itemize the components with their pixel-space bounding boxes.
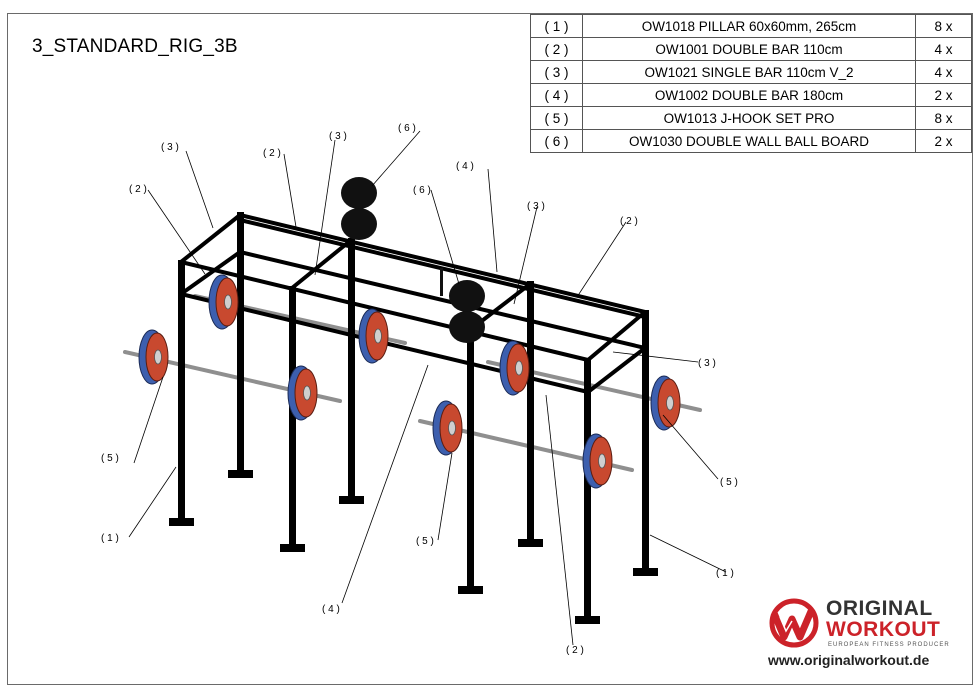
original-workout-logo-icon [769, 598, 819, 648]
bom-description: OW1001 DOUBLE BAR 110cm [582, 37, 916, 61]
callout-label: ( 3 ) [329, 131, 347, 142]
callout-label: ( 1 ) [101, 533, 119, 544]
bom-quantity: 2 x [915, 83, 972, 107]
brand-tagline: EUROPEAN FITNESS PRODUCER [828, 642, 950, 648]
brand-name-line2: WORKOUT [826, 618, 941, 641]
callout-label: ( 6 ) [413, 185, 431, 196]
bill-of-materials-table: ( 1 ) OW1018 PILLAR 60x60mm, 265cm 8 x (… [530, 14, 972, 153]
bom-item-number: ( 3 ) [530, 60, 583, 84]
callout-label: ( 3 ) [527, 201, 545, 212]
bom-row: ( 2 ) OW1001 DOUBLE BAR 110cm 4 x [530, 37, 972, 61]
callout-label: ( 3 ) [698, 358, 716, 369]
bom-item-number: ( 4 ) [530, 83, 583, 107]
bom-description: OW1002 DOUBLE BAR 180cm [582, 83, 916, 107]
callout-label: ( 2 ) [129, 184, 147, 195]
bom-quantity: 4 x [915, 37, 972, 61]
bom-description: OW1030 DOUBLE WALL BALL BOARD [582, 129, 916, 153]
rig-pillars [178, 212, 649, 620]
rig-horizontal-bars [179, 213, 647, 394]
callout-label: ( 6 ) [398, 123, 416, 134]
callout-label: ( 2 ) [566, 645, 584, 656]
barbell-bars [123, 294, 702, 472]
bom-quantity: 8 x [915, 14, 972, 38]
drawing-border [7, 13, 973, 685]
brand-logo-block: ORIGINAL WORKOUT EUROPEAN FITNESS PRODUC… [768, 597, 958, 671]
callout-labels: ( 3 ) ( 2 ) ( 2 ) ( 3 ) ( 6 ) ( 4 ) ( 6 … [101, 123, 738, 656]
bom-description: OW1018 PILLAR 60x60mm, 265cm [582, 14, 916, 38]
bom-item-number: ( 5 ) [530, 106, 583, 130]
callout-label: ( 4 ) [322, 604, 340, 615]
callout-label: ( 2 ) [263, 148, 281, 159]
brand-url-link[interactable]: www.originalworkout.de [768, 652, 930, 668]
bom-item-number: ( 6 ) [530, 129, 583, 153]
bom-row: ( 5 ) OW1013 J-HOOK SET PRO 8 x [530, 106, 972, 130]
callout-label: ( 5 ) [101, 453, 119, 464]
bom-quantity: 8 x [915, 106, 972, 130]
bom-quantity: 4 x [915, 60, 972, 84]
callout-label: ( 3 ) [161, 142, 179, 153]
callout-label: ( 5 ) [416, 536, 434, 547]
callout-leader-lines [128, 130, 727, 646]
callout-label: ( 1 ) [716, 568, 734, 579]
bom-row: ( 1 ) OW1018 PILLAR 60x60mm, 265cm 8 x [530, 14, 972, 38]
brand-name-line1: ORIGINAL [826, 597, 933, 620]
bom-row: ( 4 ) OW1002 DOUBLE BAR 180cm 2 x [530, 83, 972, 107]
bom-quantity: 2 x [915, 129, 972, 153]
callout-label: ( 5 ) [720, 477, 738, 488]
callout-label: ( 4 ) [456, 161, 474, 172]
bom-row: ( 6 ) OW1030 DOUBLE WALL BALL BOARD 2 x [530, 129, 972, 153]
bom-item-number: ( 1 ) [530, 14, 583, 38]
wall-ball-board [341, 177, 485, 343]
pillar-foot-plates [169, 470, 658, 624]
drawing-title: 3_STANDARD_RIG_3B [32, 36, 238, 57]
callout-label: ( 2 ) [620, 216, 638, 227]
